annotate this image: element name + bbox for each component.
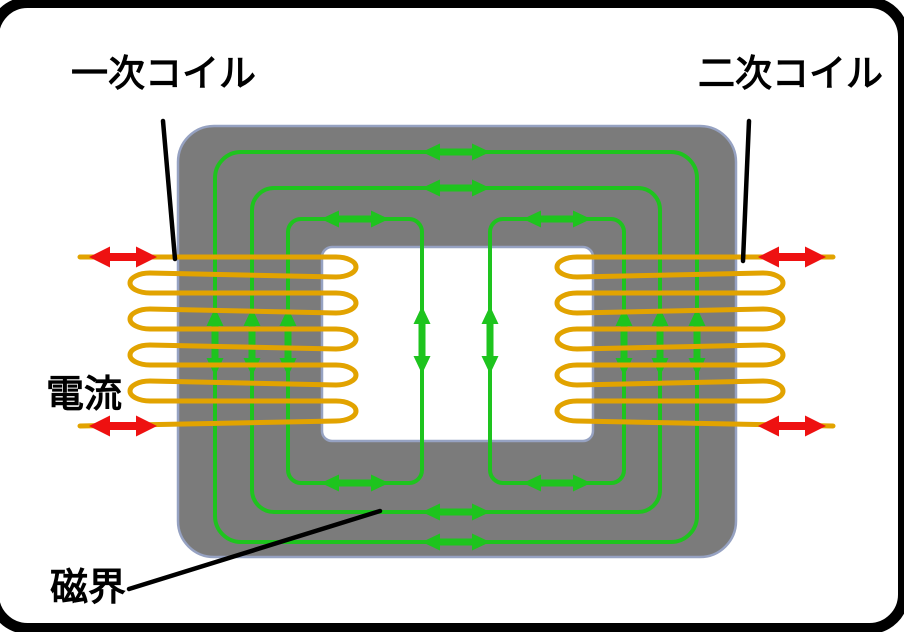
- field-direction-arrow: [482, 306, 499, 374]
- field-direction-arrow: [414, 306, 431, 374]
- magnetic-field-pointer-line: [126, 508, 383, 592]
- current-arrow-secondary-bottom: [758, 415, 826, 437]
- transformer-core: [176, 124, 738, 559]
- label-primary-coil: 一次コイル: [71, 53, 256, 94]
- primary-coil-pointer-line: [160, 118, 178, 262]
- secondary-coil-pointer-line: [740, 118, 752, 264]
- pointer-lines: [126, 118, 752, 592]
- label-secondary-coil: 二次コイル: [698, 53, 883, 94]
- current-arrow-primary-top: [89, 246, 157, 268]
- label-magnetic-field: 磁界: [50, 567, 127, 609]
- current-arrow-secondary-top: [758, 246, 826, 268]
- current-arrow-primary-bottom: [89, 415, 157, 437]
- label-current: 電流: [46, 374, 123, 416]
